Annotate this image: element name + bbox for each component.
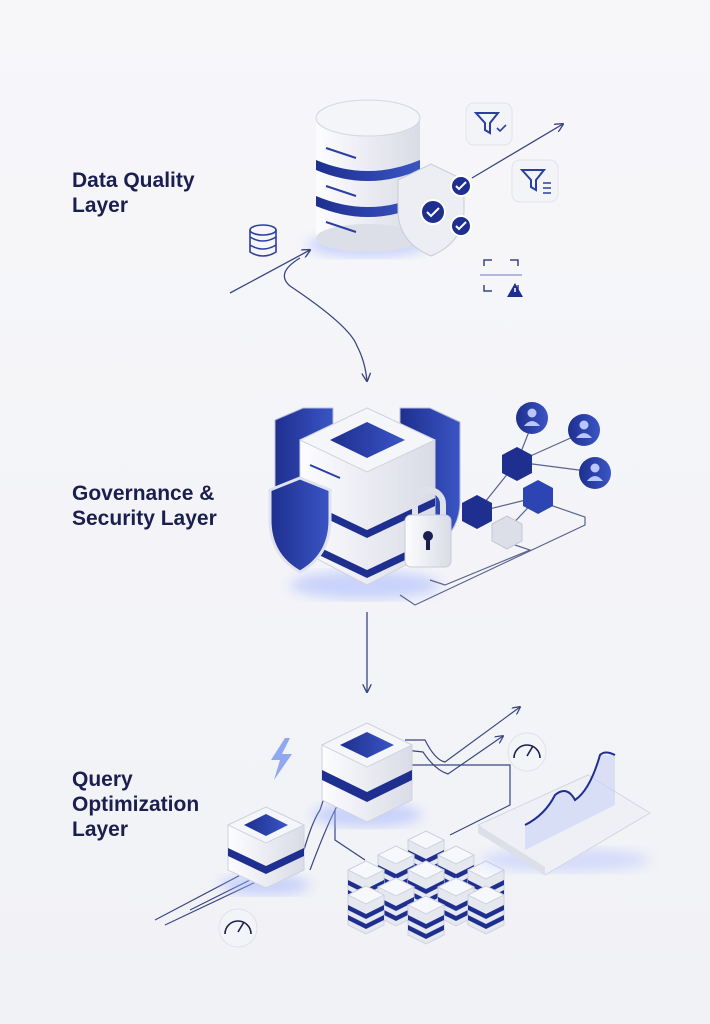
- gauge-icon: [218, 732, 547, 948]
- storage-cube-icon: [346, 885, 386, 935]
- output-arrow: [471, 124, 563, 179]
- small-database-icon: [249, 224, 277, 257]
- server-cube-icon: [290, 407, 440, 599]
- check-badge-icon: [420, 175, 472, 237]
- lightning-icon: [271, 738, 292, 780]
- storage-cube-icon: [406, 895, 446, 945]
- label-line: Optimization: [72, 793, 200, 816]
- filter-list-icon: [511, 159, 559, 203]
- filter-check-icon: [465, 102, 513, 146]
- chart-panel-icon: [477, 751, 651, 876]
- governance-security-layer-label: Governance & Security Layer: [72, 481, 217, 531]
- server-large-icon: [312, 722, 422, 827]
- storage-cube-icon: [466, 885, 506, 935]
- query-optimization-layer-label: Query Optimization Layer: [72, 767, 199, 842]
- label-line: Security Layer: [72, 507, 217, 530]
- storage-cube-grid: [346, 830, 506, 945]
- label-line: Data Quality: [72, 169, 195, 192]
- data-block-icon: [462, 447, 553, 550]
- scan-warning-icon: [480, 259, 523, 297]
- database-cylinder-icon: [307, 99, 427, 257]
- server-small-icon: [220, 806, 310, 895]
- shield-front-icon: [268, 476, 332, 574]
- label-line: Governance &: [72, 482, 215, 505]
- label-line: Layer: [72, 818, 129, 841]
- padlock-icon: [404, 487, 452, 568]
- user-node-icon: [516, 402, 611, 489]
- flow-arrow-to-governance: [283, 257, 367, 381]
- storage-cube-icon: [406, 860, 446, 910]
- input-arrow: [229, 250, 310, 294]
- data-quality-layer-label: Data Quality Layer: [72, 168, 195, 218]
- label-line: Layer: [72, 194, 129, 217]
- label-line: Query: [72, 768, 133, 791]
